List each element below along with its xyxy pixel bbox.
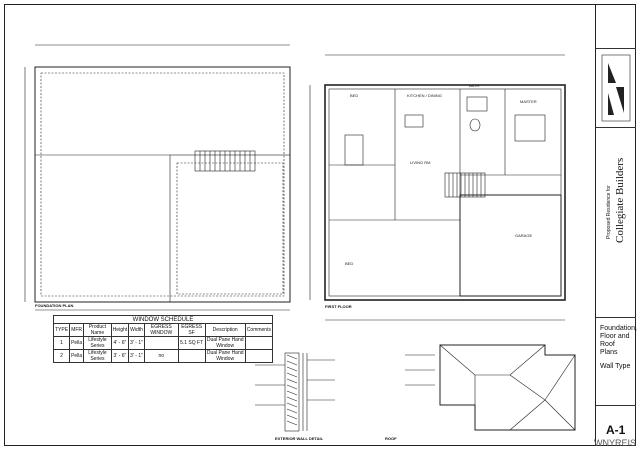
table-row: 2 Pella Lifestyle Series 3' - 6" 3' - 1"… <box>52 349 274 363</box>
watermark: WNYREIS <box>593 438 636 448</box>
builder-name: Collegiate Builders <box>614 157 626 243</box>
room-label-garage: GARAGE <box>515 233 533 238</box>
schedule-cell: Pella <box>69 349 85 363</box>
wall-type-label: Wall Type <box>600 363 631 370</box>
first-floor-title: FIRST FLOOR <box>325 304 352 309</box>
wall-detail-title: EXTERIOR WALL DETAIL <box>275 436 324 441</box>
room-label-bed-2: BED <box>345 261 354 266</box>
foundation-plan <box>24 44 291 311</box>
project-line: Proposed Residence for <box>606 185 612 239</box>
schedule-cell: 4' - 6" <box>110 336 130 350</box>
schedule-header-cell: TYPE <box>52 323 71 337</box>
drawing-area <box>24 44 576 432</box>
schedule-header-cell: EGRESS WINDOW <box>143 323 179 337</box>
window-schedule: WINDOW SCHEDULE TYPE MFR Product Name He… <box>52 315 274 363</box>
schedule-cell <box>177 349 206 363</box>
table-row: 1 Pella Lifestyle Series 4' - 6" 3' - 1"… <box>52 336 274 350</box>
schedule-cell: 3' - 6" <box>110 349 130 363</box>
schedule-cell <box>244 349 274 363</box>
sheet-number: A-1 <box>606 423 626 437</box>
schedule-header-cell: Width <box>128 323 145 337</box>
schedule-header-cell: MFR <box>69 323 85 337</box>
schedule-header-cell: Product Name <box>83 323 112 337</box>
schedule-header-cell: Comments <box>244 323 274 337</box>
schedule-cell <box>143 336 179 350</box>
architect-logo <box>601 54 631 122</box>
drawing-sheet: FOUNDATION PLAN FIRST FLOOR EXTERIOR WAL… <box>4 4 637 446</box>
roof-plan-title: ROOF <box>385 436 397 441</box>
exterior-wall-detail <box>255 352 335 432</box>
schedule-cell: 2 <box>52 349 71 363</box>
schedule-header-cell: EGRESS SF <box>177 323 206 337</box>
schedule-cell: Lifestyle Series <box>83 349 112 363</box>
schedule-cell: Lifestyle Series <box>83 336 112 350</box>
window-schedule-title: WINDOW SCHEDULE <box>53 315 273 324</box>
schedule-cell: 1 <box>52 336 71 350</box>
room-label-kitchen: KITCHEN / DINING <box>407 93 442 98</box>
title-block: Proposed Residence for Collegiate Builde… <box>595 5 637 445</box>
schedule-cell: no <box>143 349 179 363</box>
title-divider <box>596 405 636 406</box>
schedule-cell: Pella <box>69 336 85 350</box>
room-label-living: LIVING RM <box>410 160 431 165</box>
roof-plan <box>405 344 576 431</box>
sheet-title: Foundation, Floor and Roof Plans <box>600 325 637 356</box>
first-floor-plan <box>309 54 566 321</box>
room-label-bed: BED <box>350 93 359 98</box>
schedule-cell <box>244 336 274 350</box>
schedule-header-cell: Height <box>110 323 130 337</box>
schedule-cell: 5.1 SQ FT <box>177 336 206 350</box>
schedule-header-cell: Description <box>204 323 246 337</box>
revision-box <box>596 5 636 49</box>
schedule-cell: Dual Pane Hand Window <box>204 336 246 350</box>
foundation-plan-title: FOUNDATION PLAN <box>35 303 74 308</box>
schedule-cell: 3' - 1" <box>128 336 145 350</box>
room-label-bath: BATH <box>469 83 480 88</box>
room-label-master: MASTER <box>520 99 537 104</box>
project-name: Proposed Residence for Collegiate Builde… <box>604 135 632 245</box>
schedule-cell: 3' - 1" <box>128 349 145 363</box>
schedule-cell: Dual Pane Hand Window <box>204 349 246 363</box>
title-divider <box>596 127 636 128</box>
title-divider <box>596 317 636 318</box>
window-schedule-header: TYPE MFR Product Name Height Width EGRES… <box>52 323 274 337</box>
